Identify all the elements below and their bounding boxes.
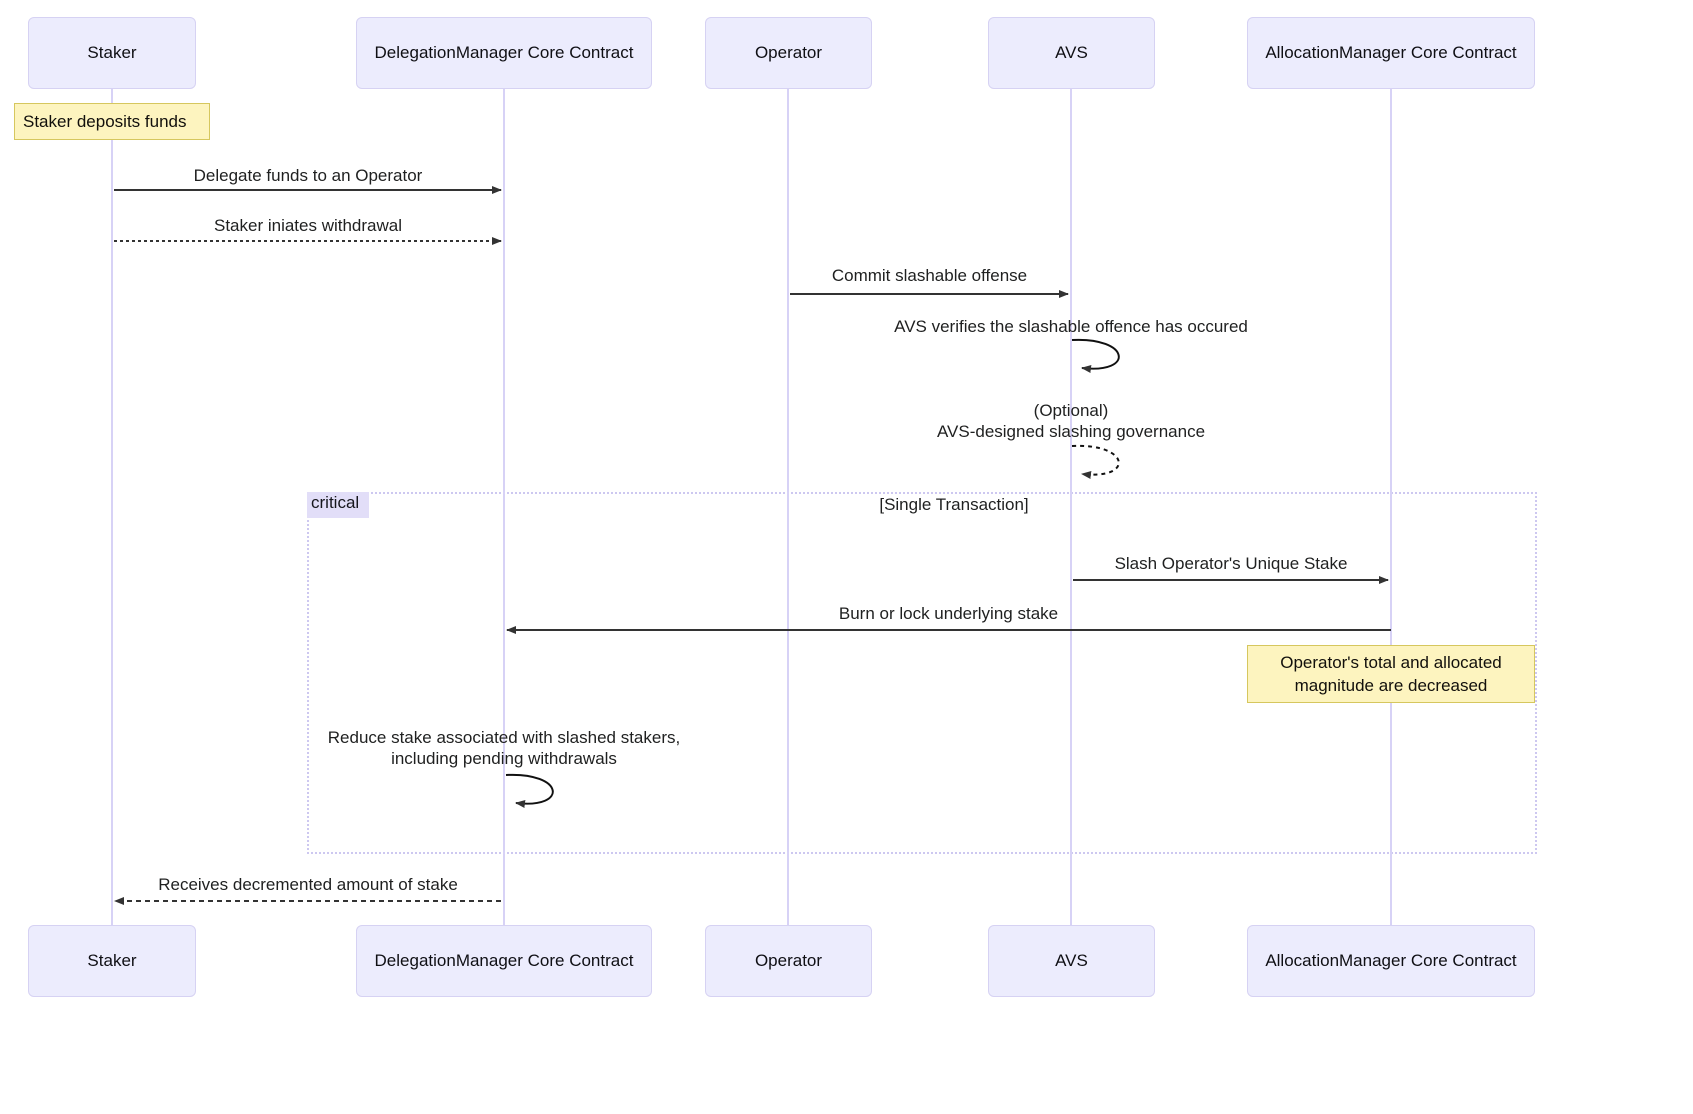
lifeline-allocation bbox=[1390, 89, 1392, 925]
lifeline-operator bbox=[787, 89, 789, 925]
message-label-avs-governance: (Optional)AVS-designed slashing governan… bbox=[936, 401, 1206, 441]
critical-fragment-label: critical bbox=[307, 492, 369, 518]
actor-operator-top[interactable]: Operator bbox=[705, 17, 872, 89]
lifeline-staker bbox=[111, 89, 113, 925]
actor-avs-top[interactable]: AVS bbox=[988, 17, 1155, 89]
message-label-burn-or-lock: Burn or lock underlying stake bbox=[838, 604, 1059, 623]
message-label-avs-verifies: AVS verifies the slashable offence has o… bbox=[894, 317, 1248, 336]
actor-avs-bottom[interactable]: AVS bbox=[988, 925, 1155, 997]
message-label-initiate-withdrawal: Staker iniates withdrawal bbox=[213, 216, 403, 235]
critical-fragment-condition: [Single Transaction] bbox=[879, 495, 1029, 514]
lifeline-delegation bbox=[503, 89, 505, 925]
actor-operator-bottom[interactable]: Operator bbox=[705, 925, 872, 997]
actor-allocation-bottom[interactable]: AllocationManager Core Contract bbox=[1247, 925, 1535, 997]
note-staker-deposits-funds: Staker deposits funds bbox=[14, 103, 210, 140]
actor-staker-bottom[interactable]: Staker bbox=[28, 925, 196, 997]
lifeline-avs bbox=[1070, 89, 1072, 925]
message-label-reduce-stake: Reduce stake associated with slashed sta… bbox=[327, 728, 681, 768]
message-label-receives-decremented: Receives decremented amount of stake bbox=[158, 875, 458, 894]
arrow-avs-verifies-selfloop bbox=[1071, 338, 1120, 373]
arrow-avs-governance-selfloop bbox=[1071, 444, 1120, 479]
message-label-commit-offense: Commit slashable offense bbox=[831, 266, 1028, 285]
critical-fragment-box bbox=[307, 492, 1537, 854]
message-label-delegate-funds: Delegate funds to an Operator bbox=[193, 166, 423, 185]
message-label-slash-unique-stake: Slash Operator's Unique Stake bbox=[1114, 554, 1348, 573]
actor-delegation-bottom[interactable]: DelegationManager Core Contract bbox=[356, 925, 652, 997]
actor-staker-top[interactable]: Staker bbox=[28, 17, 196, 89]
actor-allocation-top[interactable]: AllocationManager Core Contract bbox=[1247, 17, 1535, 89]
actor-delegation-top[interactable]: DelegationManager Core Contract bbox=[356, 17, 652, 89]
